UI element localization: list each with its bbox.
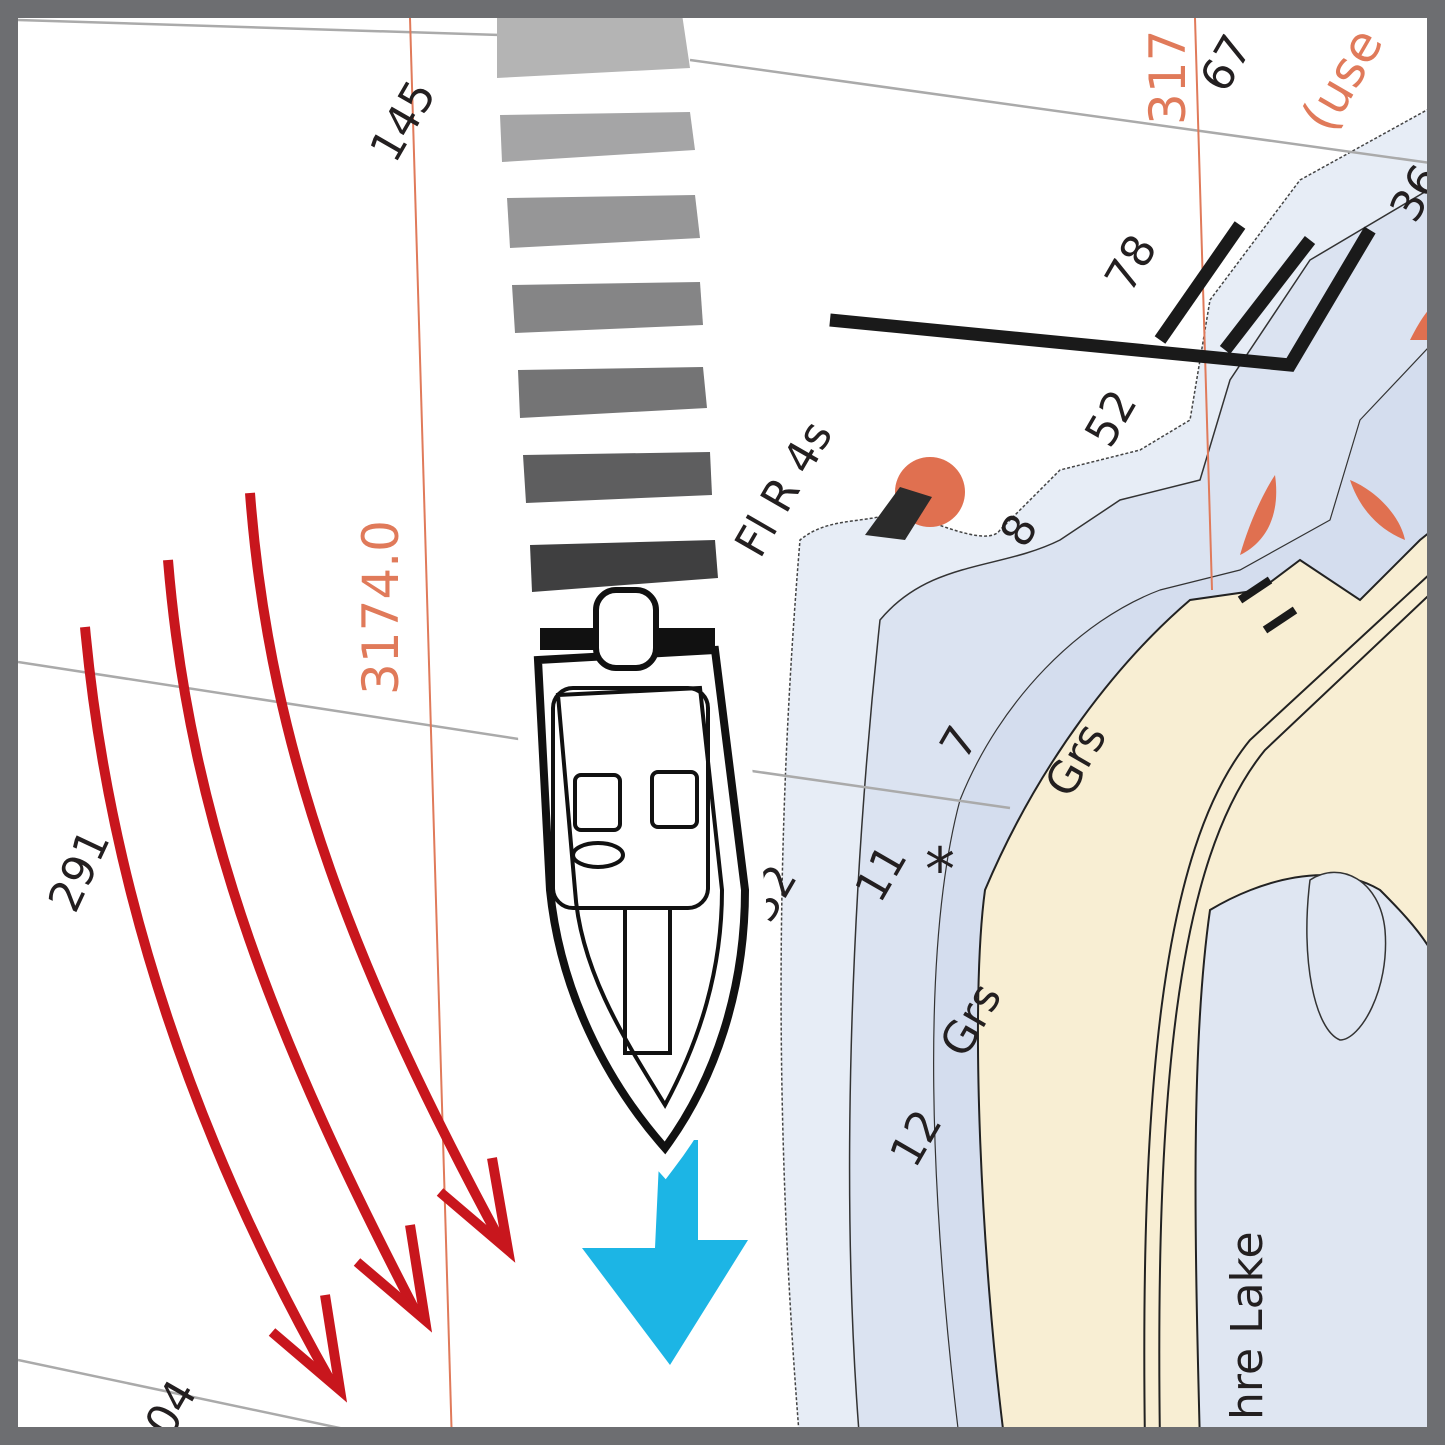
pier-icon	[829, 221, 1376, 634]
range-label: 3174.0	[352, 520, 410, 695]
range-label: 317	[1139, 30, 1197, 125]
rock-symbol: *	[925, 835, 955, 905]
boat-icon	[513, 587, 767, 1180]
drift-arrow-icon	[582, 1140, 748, 1365]
range-lines	[409, 18, 1213, 1427]
current-arrow-icon	[80, 492, 516, 1403]
road	[1143, 575, 1427, 1427]
wake-icon	[497, 18, 718, 592]
lake-island	[1306, 871, 1387, 1041]
buoy-icon	[865, 457, 965, 540]
grid-lines	[18, 18, 1427, 1427]
channel-markers	[1240, 311, 1427, 555]
place-label: hre Lake	[1222, 1231, 1273, 1420]
